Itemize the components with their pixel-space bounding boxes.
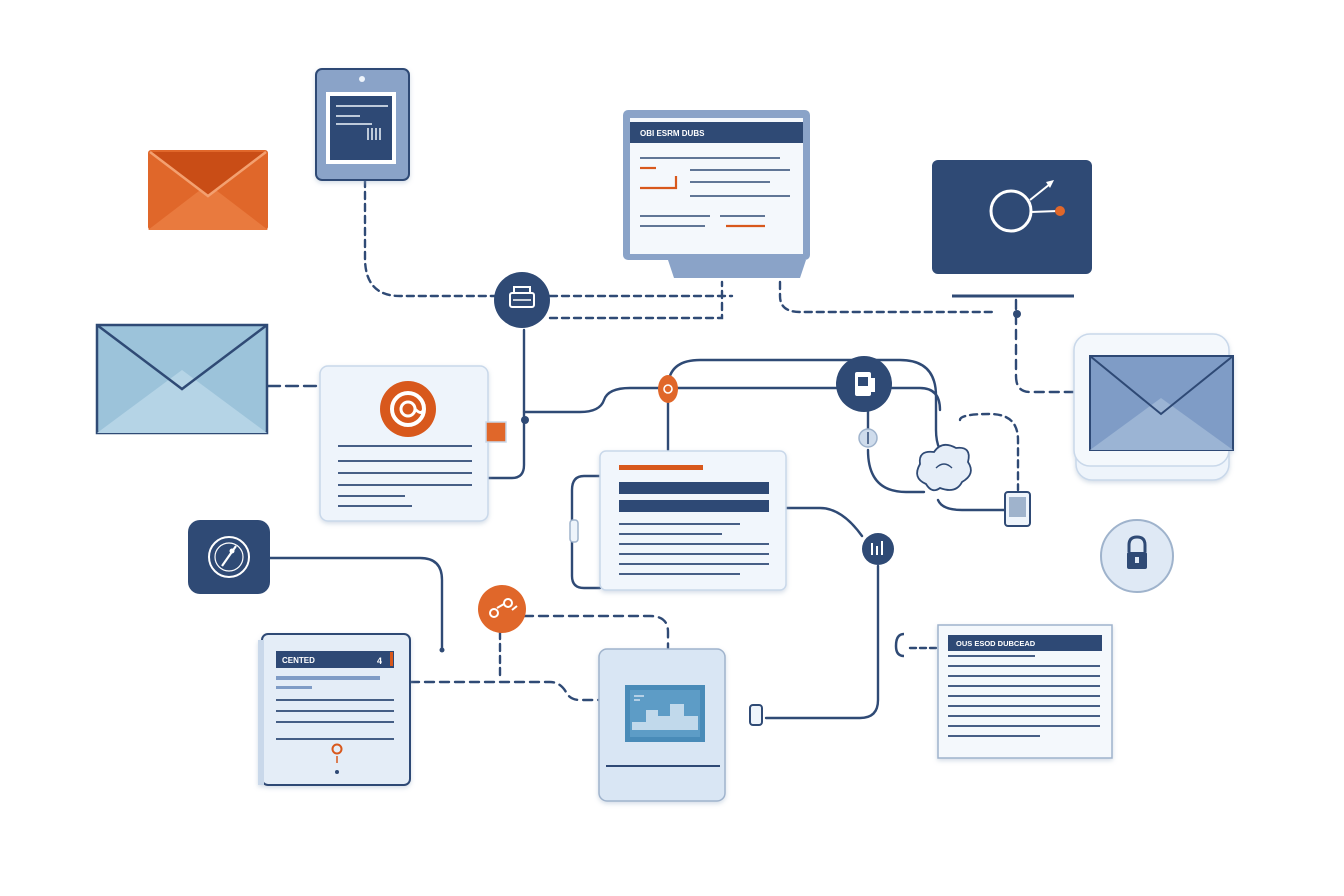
connector-hub2-right	[890, 386, 942, 412]
monitor-device[interactable]: OBI ESRM DUBS	[623, 110, 810, 278]
right-doc-header: OUS ESOD DUBCEAD	[956, 639, 1036, 648]
connector-cloud-right	[958, 412, 1020, 492]
connector-smalldoc-panel	[408, 680, 602, 702]
connector-doc-bar	[784, 506, 864, 538]
connector-atdoc-hub	[486, 418, 526, 480]
cloud-node[interactable]	[916, 443, 972, 492]
connector-screen-envelope	[1014, 298, 1077, 394]
image-panel[interactable]	[598, 648, 726, 802]
tablet-device[interactable]	[315, 68, 410, 181]
orange-node-small[interactable]	[658, 375, 678, 403]
at-document[interactable]	[319, 365, 489, 522]
monitor-header-label: OBI ESRM DUBS	[640, 129, 705, 138]
connector-tablet-hub	[363, 178, 497, 298]
doc-clip	[569, 519, 579, 543]
envelope-orange[interactable]	[148, 150, 268, 230]
compass-tile[interactable]	[188, 520, 270, 594]
envelope-right[interactable]	[1073, 333, 1234, 481]
envelope-light[interactable]	[95, 323, 269, 435]
orange-hash-node[interactable]	[478, 585, 526, 633]
small-doc-header: CENTED	[282, 656, 315, 665]
connector-cloud-loop	[866, 448, 926, 494]
right-document[interactable]: OUS ESOD DUBCEAD	[937, 624, 1113, 759]
connectors	[266, 178, 1077, 720]
connector-node-upper	[666, 358, 952, 464]
connector-end-dot	[439, 647, 445, 653]
lock-badge[interactable]	[1100, 519, 1174, 593]
connector-end-dot	[521, 416, 529, 424]
connector-cloud-phone	[936, 498, 1006, 512]
small-document[interactable]: CENTED 4	[258, 633, 411, 786]
connector-end-dot	[1013, 310, 1021, 318]
bar-node[interactable]	[862, 533, 894, 565]
plug-connector-right	[894, 632, 905, 658]
connector-hub-monitor-2	[548, 280, 724, 320]
small-doc-badge: 4	[377, 656, 382, 666]
phone-device[interactable]	[1004, 491, 1031, 527]
connector-hub-node	[522, 386, 838, 414]
target-screen[interactable]	[932, 160, 1092, 298]
connector-bar-down	[764, 564, 880, 720]
connector-monitor-right	[778, 280, 997, 314]
hub-printer[interactable]	[494, 272, 550, 328]
center-document[interactable]	[599, 450, 787, 591]
hub-device[interactable]	[836, 356, 892, 412]
orange-square-tag	[485, 421, 507, 443]
plug-connector-left	[749, 704, 763, 726]
connector-compass	[268, 556, 444, 650]
small-knob	[858, 428, 878, 448]
connector-orangenode-panel	[522, 614, 670, 650]
